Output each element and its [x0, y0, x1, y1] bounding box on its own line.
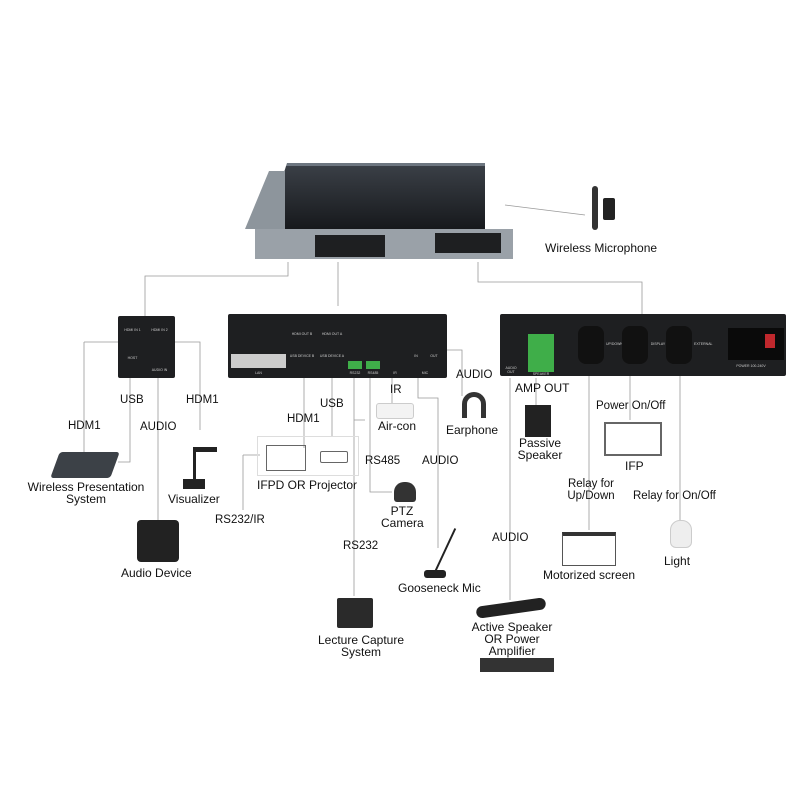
wireless-microphone-icon [588, 186, 618, 234]
port-label: IR [393, 371, 397, 375]
aircon-label: Air-con [378, 419, 417, 433]
port-label: LAN [255, 371, 262, 375]
motorized-screen-label: Motorized screen [543, 568, 636, 582]
port-label: DISPLAY [650, 342, 666, 346]
port-label: SPEAKER [532, 372, 550, 376]
wireless-microphone-label: Wireless Microphone [545, 241, 658, 255]
earphone-label: Earphone [446, 423, 499, 437]
light-bulb-icon [670, 520, 692, 548]
port-label: AUDIO OUT [505, 366, 517, 374]
right-panel: AUDIO OUT SPEAKER UP/DOWN DISPLAY EXTERN… [500, 314, 786, 376]
power-amplifier-icon [480, 658, 554, 672]
ir-label: IR [390, 384, 402, 396]
relay-onoff-label: Relay for On/Off [633, 490, 716, 502]
port-label: AUDIO IN [151, 368, 168, 372]
port-label: IN [414, 354, 418, 358]
port-label: OUT [430, 354, 438, 358]
rs232-label: RS232 [343, 540, 379, 552]
relay-updown-label: Relay for Up/Down [567, 478, 615, 502]
lecture-capture-label: Lecture Capture System [317, 633, 405, 659]
aircon-icon [376, 403, 414, 419]
motorized-screen-icon [562, 532, 616, 566]
port-label: HDMI OUT A [321, 332, 343, 336]
ptz-camera-label: PTZ Camera [381, 504, 424, 530]
earphone-icon [462, 392, 486, 418]
hdmi-label: HDM1 [68, 420, 101, 432]
passive-speaker-label: Passive Speaker [517, 436, 563, 462]
port-label: UP/DOWN [606, 342, 623, 346]
port-label: MIC [421, 371, 429, 375]
visualizer-label: Visualizer [168, 492, 220, 506]
audio-device-icon [137, 520, 179, 562]
left-panel: HDMI IN 1 HDMI IN 2 HOST AUDIO IN [118, 316, 175, 378]
ptz-camera-icon [394, 482, 416, 502]
wireless-presentation-icon [50, 452, 120, 478]
ifpd-projector-label: IFPD OR Projector [257, 478, 358, 492]
port-label: HDMI IN 2 [151, 328, 168, 332]
gooseneck-mic-icon [420, 520, 460, 580]
light-label: Light [664, 554, 691, 568]
hdmi-label: HDM1 [287, 413, 320, 425]
port-label: HDMI OUT B [291, 332, 313, 336]
port-label: EXTERNAL [694, 342, 713, 346]
audio-device-label: Audio Device [121, 566, 192, 580]
audio-label: AUDIO [140, 421, 177, 433]
audio-label: AUDIO [456, 369, 493, 381]
port-label: RS485 [367, 371, 379, 375]
port-label: USB DEVICE B [289, 354, 315, 358]
hdmi-label: HDM1 [186, 394, 219, 406]
passive-speaker-icon [525, 405, 551, 437]
ifpd-projector-icon [257, 436, 359, 476]
usb-label: USB [320, 398, 344, 410]
port-label: USB DEVICE A [319, 354, 345, 358]
rs485-label: RS485 [365, 455, 401, 467]
middle-panel: LAN HDMI OUT B HDMI OUT A USB DEVICE B U… [228, 314, 447, 378]
power-onoff-label: Power On/Off [596, 400, 666, 412]
port-label: HDMI IN 1 [124, 328, 141, 332]
lecture-capture-icon [337, 598, 373, 628]
port-label: POWER 100-240V [736, 364, 766, 368]
audio-label: AUDIO [422, 455, 459, 467]
audio-label: AUDIO [492, 532, 529, 544]
gooseneck-mic-label: Gooseneck Mic [398, 581, 481, 595]
main-control-unit [245, 163, 513, 263]
visualizer-icon [183, 445, 223, 490]
ifp-label: IFP [625, 459, 644, 473]
ifp-icon [604, 422, 662, 456]
usb-label: USB [120, 394, 144, 406]
rs232-ir-label: RS232/IR [215, 514, 265, 526]
active-speaker-label: Active Speaker OR Power Amplifier [471, 620, 553, 658]
wireless-presentation-label: Wireless Presentation System [27, 480, 145, 506]
port-label: RS232 [349, 371, 361, 375]
port-label: HOST [127, 356, 138, 360]
amp-out-label: AMP OUT [515, 381, 570, 395]
